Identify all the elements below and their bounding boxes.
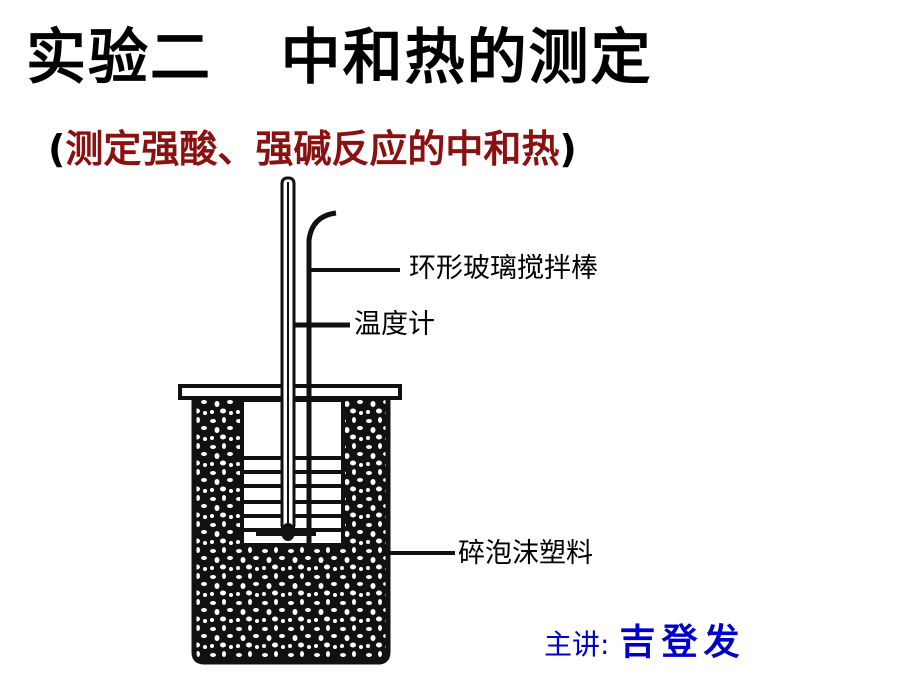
page-title: 实验二 中和热的测定 xyxy=(26,23,653,93)
thermometer xyxy=(280,176,296,541)
presenter-label: 主讲: xyxy=(544,628,610,661)
page-subtitle: (测定强酸、强碱反应的中和热) xyxy=(48,130,577,168)
outer-beaker xyxy=(191,398,391,665)
ring-glass-stirrer xyxy=(256,210,337,545)
presenter-name: 吉登发 xyxy=(619,621,746,663)
foam-bottom xyxy=(194,545,388,660)
label-stirrer: 环形玻璃搅拌棒 xyxy=(409,253,598,284)
presenter: 主讲: 吉登发 xyxy=(544,624,745,660)
subtitle-text: 测定强酸、强碱反应的中和热 xyxy=(65,127,560,171)
subtitle-close-paren: ) xyxy=(559,127,577,171)
label-thermometer: 温度计 xyxy=(354,309,435,340)
subtitle-open-paren: ( xyxy=(48,127,66,171)
label-foam: 碎泡沫塑料 xyxy=(458,538,593,569)
